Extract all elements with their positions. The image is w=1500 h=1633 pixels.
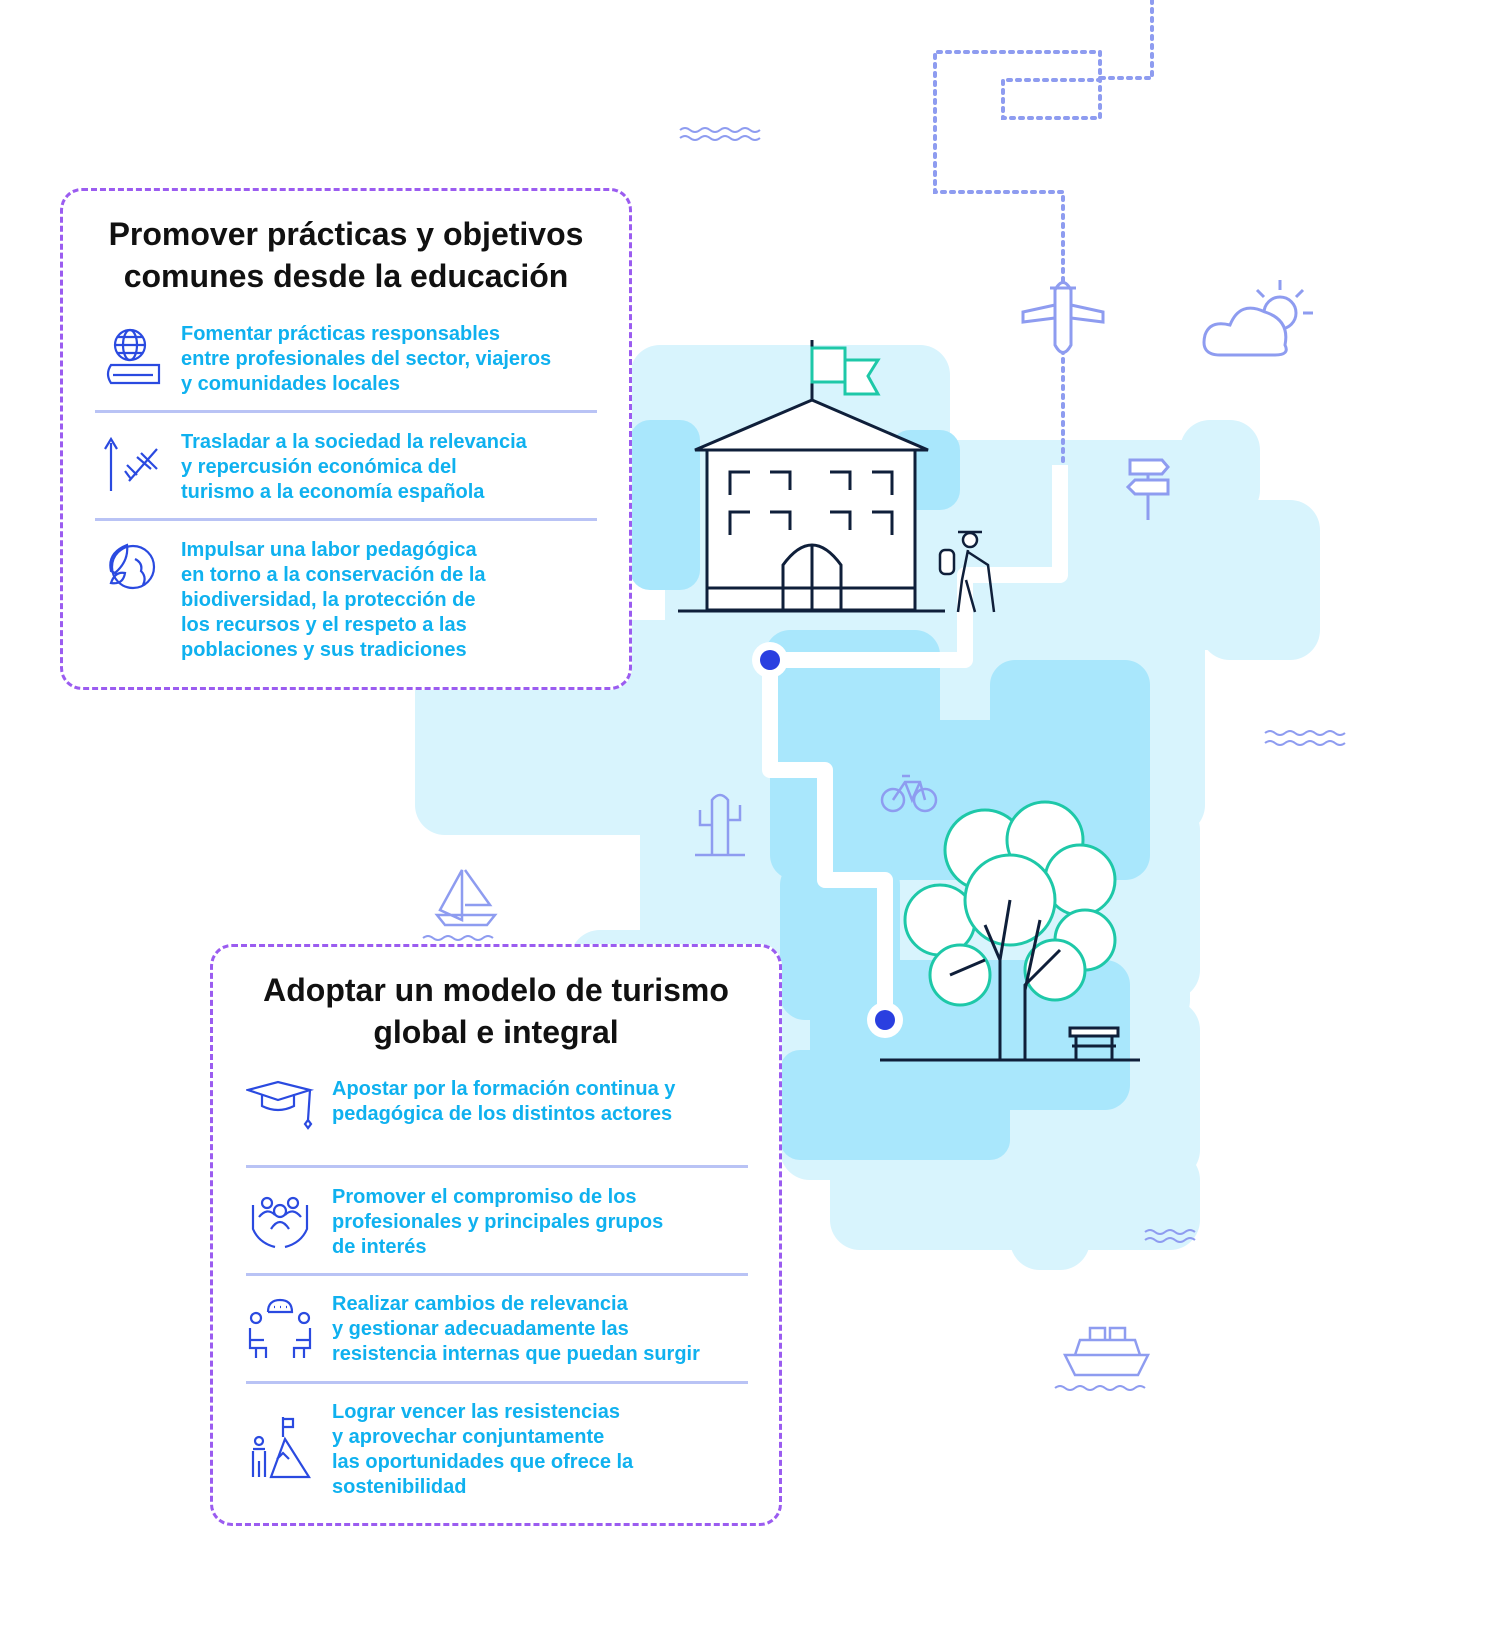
globe-book-icon	[103, 327, 161, 387]
card-title-line: Adoptar un modelo de turismo	[263, 972, 729, 1008]
goal-card-tourism-model: Adoptar un modelo de turismo global e in…	[210, 944, 782, 1526]
arrow-up-plane-icon	[101, 435, 163, 493]
ship-icon	[1062, 1326, 1151, 1377]
tree-icon	[880, 800, 1140, 1062]
divider	[246, 1165, 748, 1168]
goal-item-line: Impulsar una labor pedagógica	[181, 539, 477, 561]
goal-item-line: entre profesionales del sector, viajeros	[181, 348, 552, 370]
goal-item: Impulsar una labor pedagógica en torno a …	[181, 538, 486, 663]
card-title: Adoptar un modelo de turismo global e in…	[213, 969, 779, 1053]
goal-item-line: poblaciones y sus tradiciones	[181, 639, 467, 661]
goal-item-line: turismo a la economía española	[181, 481, 485, 503]
sailboat-icon	[434, 869, 498, 927]
goal-item-line: y gestionar adecuadamente las	[332, 1318, 629, 1340]
route-dot	[760, 650, 780, 670]
goal-item-line: Apostar por la formación continua y	[332, 1078, 676, 1100]
route-dot	[875, 1010, 895, 1030]
goal-card-education: Promover prácticas y objetivos comunes d…	[60, 188, 632, 690]
card-title-line: comunes desde la educación	[123, 258, 569, 294]
goal-item-line: Fomentar prácticas responsables	[181, 323, 501, 345]
divider	[246, 1273, 748, 1276]
goal-item-line: resistencia internas que puedan surgir	[332, 1343, 700, 1365]
goal-item-line: las oportunidades que ofrece la	[332, 1451, 634, 1473]
goal-item-line: Lograr vencer las resistencias	[332, 1401, 620, 1423]
goal-item: Trasladar a la sociedad la relevancia y r…	[181, 430, 527, 505]
cloud-sun-icon	[1202, 280, 1313, 357]
goal-item-line: profesionales y principales grupos	[332, 1211, 664, 1233]
school-building-icon	[678, 340, 945, 613]
hands-group-icon	[249, 1189, 311, 1249]
goal-item-line: en torno a la conservación de la	[181, 564, 486, 586]
bicycle-icon	[880, 774, 938, 813]
airplane-icon	[1021, 281, 1105, 354]
goal-item: Promover el compromiso de los profesional…	[332, 1185, 663, 1260]
signpost-icon	[1125, 458, 1170, 520]
mountain-flag-icon	[249, 1415, 313, 1479]
route-path	[762, 465, 1068, 1020]
goal-item: Realizar cambios de relevancia y gestiona…	[332, 1292, 700, 1367]
goal-item-line: Promover el compromiso de los	[332, 1186, 637, 1208]
goal-item-line: de interés	[332, 1236, 427, 1258]
divider	[95, 518, 597, 521]
goal-item-line: pedagógica de los distintos actores	[332, 1103, 673, 1125]
goal-item-line: los recursos y el respeto a las	[181, 614, 467, 636]
card-title: Promover prácticas y objetivos comunes d…	[63, 213, 629, 297]
goal-item-line: y aprovechar conjuntamente	[332, 1426, 605, 1448]
divider	[246, 1381, 748, 1384]
divider	[95, 410, 597, 413]
goal-item-line: biodiversidad, la protección de	[181, 589, 476, 611]
goal-item-line: Realizar cambios de relevancia	[332, 1293, 628, 1315]
card-title-line: global e integral	[373, 1014, 619, 1050]
flight-path	[933, 0, 1154, 467]
meeting-icon	[248, 1298, 312, 1360]
hiker-icon	[938, 530, 996, 613]
goal-item-line: y repercusión económica del	[181, 456, 457, 478]
leaf-globe-icon	[105, 541, 157, 593]
goal-item-line: y comunidades locales	[181, 373, 400, 395]
goal-item: Apostar por la formación continua y pedag…	[332, 1077, 675, 1127]
goal-item-line: sostenibilidad	[332, 1476, 467, 1498]
waves-icon	[422, 127, 1346, 1391]
card-title-line: Promover prácticas y objetivos	[108, 216, 584, 252]
graduation-cap-icon	[246, 1080, 316, 1132]
goal-item-line: Trasladar a la sociedad la relevancia	[181, 431, 527, 453]
goal-item: Lograr vencer las resistencias y aprovech…	[332, 1400, 633, 1500]
goal-item: Fomentar prácticas responsables entre pro…	[181, 322, 551, 397]
cactus-icon	[695, 793, 745, 857]
